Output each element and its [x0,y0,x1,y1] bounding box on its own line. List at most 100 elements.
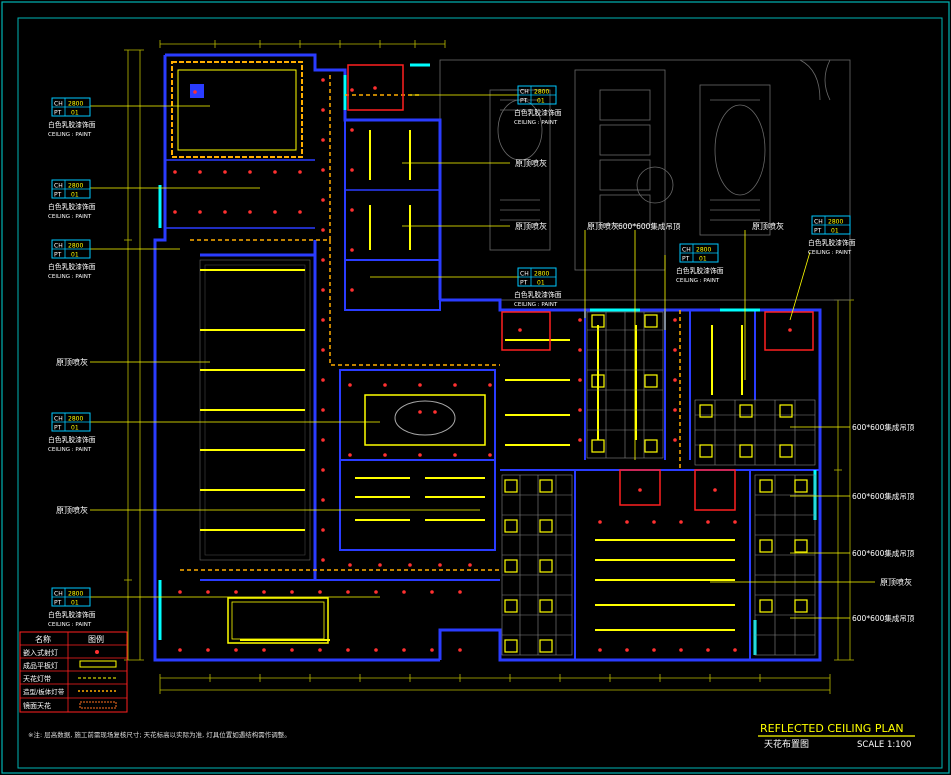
finish-en: CEILING : PAINT [48,622,92,628]
downlight-dot [652,648,656,652]
downlight-dot [350,288,354,292]
paint-value: 01 [71,192,79,199]
finish-en: CEILING : PAINT [48,447,92,453]
downlight-dot [321,528,325,532]
downlight-dot [178,590,182,594]
finish-cn: 白色乳胶漆饰面 [48,262,96,271]
finish-en: CEILING : PAINT [808,250,852,256]
finish-en: CEILING : PAINT [514,302,558,308]
downlight-dot [262,648,266,652]
downlight-dot [348,563,352,567]
grid-panel-lights [504,314,808,653]
corridor-light-strips [180,75,681,571]
paint-key: PT [814,228,822,235]
feature-ceiling [227,394,486,644]
building-walls [153,53,822,662]
raw-slab-label: 原顶喷灰 [56,357,88,367]
downlight-dot [673,408,677,412]
downlight-dot [262,590,266,594]
paint-key: PT [54,600,62,607]
downlight-dot [673,378,677,382]
downlight-dot [321,228,325,232]
grid-ceiling-label: 600*600集成吊顶 [852,422,915,432]
downlight-dot [298,210,302,214]
downlight-dot [713,488,717,492]
downlight-dot [234,648,238,652]
downlight-dot [350,168,354,172]
downlights [173,78,792,652]
finish-en: CEILING : PAINT [676,278,720,284]
ceiling-height-value: 2800 [68,101,83,108]
finish-cn: 白色乳胶漆饰面 [676,266,724,275]
downlight-dot [430,648,434,652]
downlight-dot [290,590,294,594]
downlight-dot [418,383,422,387]
downlight-dot [321,498,325,502]
raw-slab-labels: 原顶喷灰 原顶喷灰 原顶喷灰 原顶喷灰 原顶喷灰 原顶喷灰 原顶喷灰 [56,158,912,587]
downlight-dot [290,648,294,652]
title-chinese: 天花布置图 [764,738,809,750]
downlight-dot [378,563,382,567]
downlight-dot [178,648,182,652]
drawing-note: ※注: 层高数据, 施工前需现场复核尺寸; 天花标高以实际为准, 灯具位置如遇结… [28,730,291,739]
bottom-dimension-line [159,674,831,694]
paint-key: PT [54,425,62,432]
paint-value: 01 [537,280,545,287]
paint-value: 01 [71,252,79,259]
panel-light-symbol [79,660,117,668]
legend-row-label: 嵌入式射灯 [23,648,58,657]
downlight-dot [321,408,325,412]
ceiling-height-value: 2800 [534,271,549,278]
downlight-dot [298,170,302,174]
downlight-dot [625,520,629,524]
downlight-dot [248,210,252,214]
downlight-dot [453,383,457,387]
finish-en: CEILING : PAINT [48,214,92,220]
downlight-dot [318,590,322,594]
downlight-dot [673,438,677,442]
raw-slab-label: 原顶喷灰 [587,221,619,231]
ceiling-height-key: CH [682,247,691,254]
downlight-dot [679,648,683,652]
red-ceiling-cells [347,64,814,511]
legend-header-name: 名称 [35,634,51,644]
finish-cn: 白色乳胶漆饰面 [48,202,96,211]
downlight-dot [350,88,354,92]
downlight-dot [578,438,582,442]
downlight-dot [578,408,582,412]
downlight-dot [578,378,582,382]
top-dimension-line [159,40,446,48]
downlight-dot [374,648,378,652]
glass-partitions [158,63,817,655]
left-dimension-line [124,49,144,661]
legend-header-symbol: 图例 [88,634,104,644]
downlight-dot [706,648,710,652]
downlight-dot [433,410,437,414]
downlight-dot [321,288,325,292]
downlight-dot [348,383,352,387]
downlight-dot [346,648,350,652]
downlight-dot [273,210,277,214]
downlight-dot [652,520,656,524]
ceiling-height-key: CH [54,416,63,423]
downlight-dot [598,648,602,652]
paint-key: PT [54,110,62,117]
downlight-dot [518,328,522,332]
finish-cn: 白色乳胶漆饰面 [48,610,96,619]
downlight-dot [321,258,325,262]
downlight-dot [321,348,325,352]
downlight-dot [418,453,422,457]
downlight-dot [625,648,629,652]
downlight-dot [348,453,352,457]
ceiling-height-key: CH [54,243,63,250]
finish-en: CEILING : PAINT [514,120,558,126]
mirror-ceiling-symbol [79,701,117,709]
paint-value: 01 [537,98,545,105]
downlight-dot [206,590,210,594]
raw-slab-label: 原顶喷灰 [56,505,88,515]
